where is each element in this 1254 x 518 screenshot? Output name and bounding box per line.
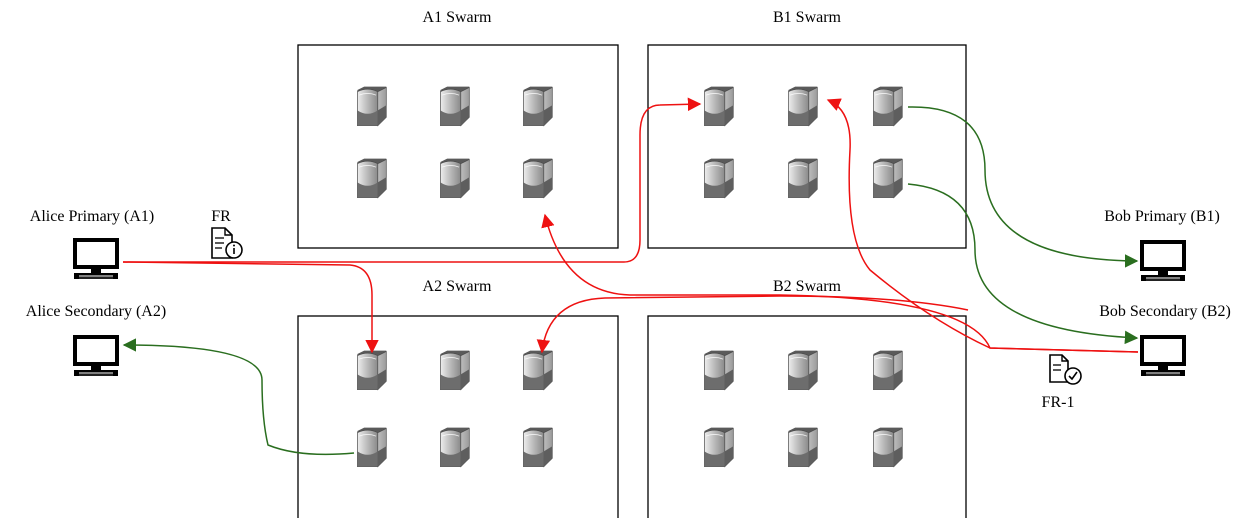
- server-icon: [522, 158, 553, 199]
- server-icon: [356, 86, 387, 127]
- fr-to-b1-arrow: [123, 97, 702, 263]
- server-icon: [439, 427, 470, 468]
- server-icon: [703, 158, 734, 199]
- bob-secondary-label: Bob Secondary (B2): [1099, 303, 1231, 320]
- server-icon: [356, 158, 387, 199]
- swarm-label-a2: A2 Swarm: [423, 278, 492, 295]
- server-icon: [787, 350, 818, 391]
- server-icon: [356, 427, 387, 468]
- b1-to-bob-secondary-arrow: [907, 183, 1139, 345]
- server-icon: [872, 350, 903, 391]
- fr1-label: FR-1: [1042, 394, 1075, 411]
- alice-secondary-monitor-icon: [72, 334, 120, 377]
- swarm-label-b2: B2 Swarm: [773, 278, 842, 295]
- server-icon: [703, 86, 734, 127]
- server-icon: [787, 427, 818, 468]
- alice-secondary-label: Alice Secondary (A2): [26, 303, 166, 320]
- server-icon: [787, 158, 818, 199]
- server-icon: [522, 350, 553, 391]
- fr1-to-a2-arrow: [536, 295, 969, 354]
- swarm-label-a1: A1 Swarm: [423, 9, 492, 26]
- fr-label: FR: [211, 208, 231, 225]
- server-icon: [439, 350, 470, 391]
- server-icon: [872, 427, 903, 468]
- server-icon: [439, 158, 470, 199]
- bob-primary-monitor-icon: [1139, 239, 1187, 282]
- swarm-a1: [297, 44, 619, 249]
- swarm-label-b1: B1 Swarm: [773, 9, 842, 26]
- server-icon: [439, 86, 470, 127]
- bob-primary-label: Bob Primary (B1): [1104, 208, 1220, 225]
- swarm-a2: [297, 315, 619, 518]
- document-check-icon: [1049, 354, 1082, 385]
- document-info-icon: [211, 227, 243, 259]
- alice-primary-monitor-icon: [72, 237, 120, 280]
- b1-to-bob-primary-arrow: [907, 106, 1139, 268]
- server-icon: [522, 86, 553, 127]
- server-icon: [703, 350, 734, 391]
- fr1-to-b1-arrow: [826, 98, 1139, 353]
- server-icon: [522, 427, 553, 468]
- server-icon: [872, 158, 903, 199]
- fr-to-a2-arrow: [122, 261, 379, 354]
- alice-primary-label: Alice Primary (A1): [30, 208, 154, 225]
- server-icon: [703, 427, 734, 468]
- swarm-b2: [647, 315, 967, 518]
- swarm-b1: [647, 44, 967, 249]
- bob-secondary-monitor-icon: [1139, 334, 1187, 377]
- server-icon: [872, 86, 903, 127]
- server-icon: [356, 350, 387, 391]
- a2-to-alice-secondary-arrow: [122, 338, 355, 456]
- server-icon: [787, 86, 818, 127]
